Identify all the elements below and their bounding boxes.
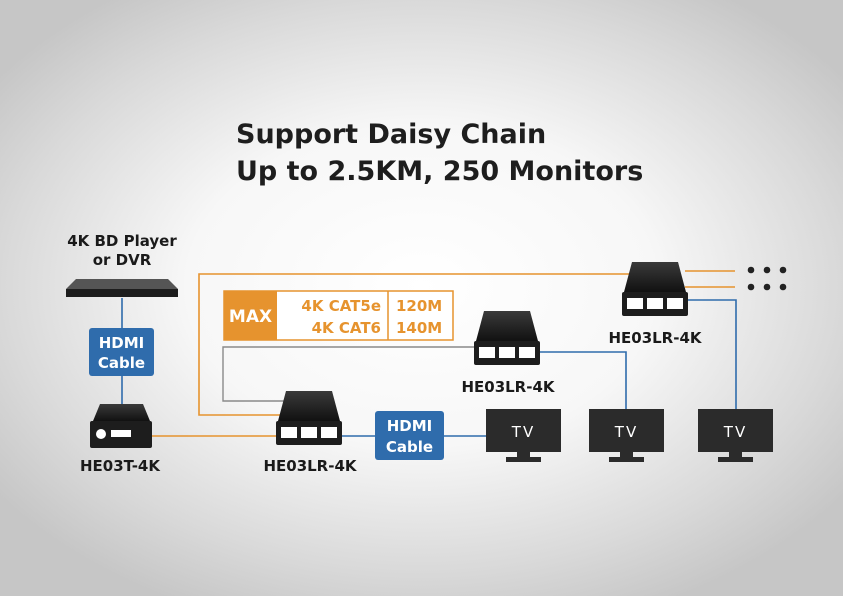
receiver-2: HE03LR-4K	[461, 311, 556, 396]
cat-cable-lines	[150, 270, 735, 437]
receiver-3: HE03LR-4K	[608, 262, 703, 347]
hdmi-badge-line-1: HDMI	[99, 334, 145, 352]
hdmi-badge-line-2: Cable	[386, 438, 433, 456]
receiver-1: HE03LR-4K	[263, 391, 358, 475]
transmitter-icon	[90, 404, 152, 448]
bd-player: 4K BD Player or DVR	[66, 232, 178, 297]
hdmi-rx3-to-tv3	[682, 299, 737, 411]
tv-3-label: TV	[723, 423, 747, 441]
hdmi-badge-line-1: HDMI	[387, 417, 433, 435]
source-label-line-2: or DVR	[93, 251, 152, 269]
title-line-2: Up to 2.5KM, 250 Monitors	[236, 156, 644, 187]
max-distance-1: 120M	[396, 297, 442, 315]
hdmi-cable-badge-source: HDMI Cable	[89, 328, 154, 376]
max-distance-2: 140M	[396, 319, 442, 337]
tv-3: TV	[698, 409, 773, 462]
diagram-title: Support Daisy Chain Up to 2.5KM, 250 Mon…	[236, 116, 643, 190]
cat-cable-rx1-to-rx3	[198, 273, 636, 416]
hdmi-badge-line-2: Cable	[98, 354, 145, 372]
transmitter-label: HE03T-4K	[80, 457, 161, 475]
max-badge: MAX	[229, 307, 272, 327]
tv-2-label: TV	[614, 423, 638, 441]
max-cable-2: 4K CAT6	[312, 319, 381, 337]
receiver-1-label: HE03LR-4K	[263, 457, 357, 475]
hdmi-cable-badge-output: HDMI Cable	[375, 411, 444, 460]
source-label-line-1: 4K BD Player	[67, 232, 177, 250]
max-distance-box: MAX 4K CAT5e 4K CAT6 120M 140M	[223, 290, 454, 341]
title-line-1: Support Daisy Chain	[236, 119, 547, 150]
tv-2: TV	[589, 409, 664, 462]
tv-1: TV	[486, 409, 561, 462]
receiver-3-label: HE03LR-4K	[608, 329, 702, 347]
cat-cable-rx1-to-rx2	[222, 346, 477, 402]
transmitter-device: HE03T-4K	[80, 404, 161, 475]
bd-player-icon	[66, 279, 178, 297]
hdmi-rx2-to-tv2	[535, 351, 627, 411]
continuation-dots-icon	[747, 266, 787, 291]
max-cable-1: 4K CAT5e	[301, 297, 381, 315]
tv-1-label: TV	[511, 423, 535, 441]
receiver-2-label: HE03LR-4K	[461, 378, 555, 396]
